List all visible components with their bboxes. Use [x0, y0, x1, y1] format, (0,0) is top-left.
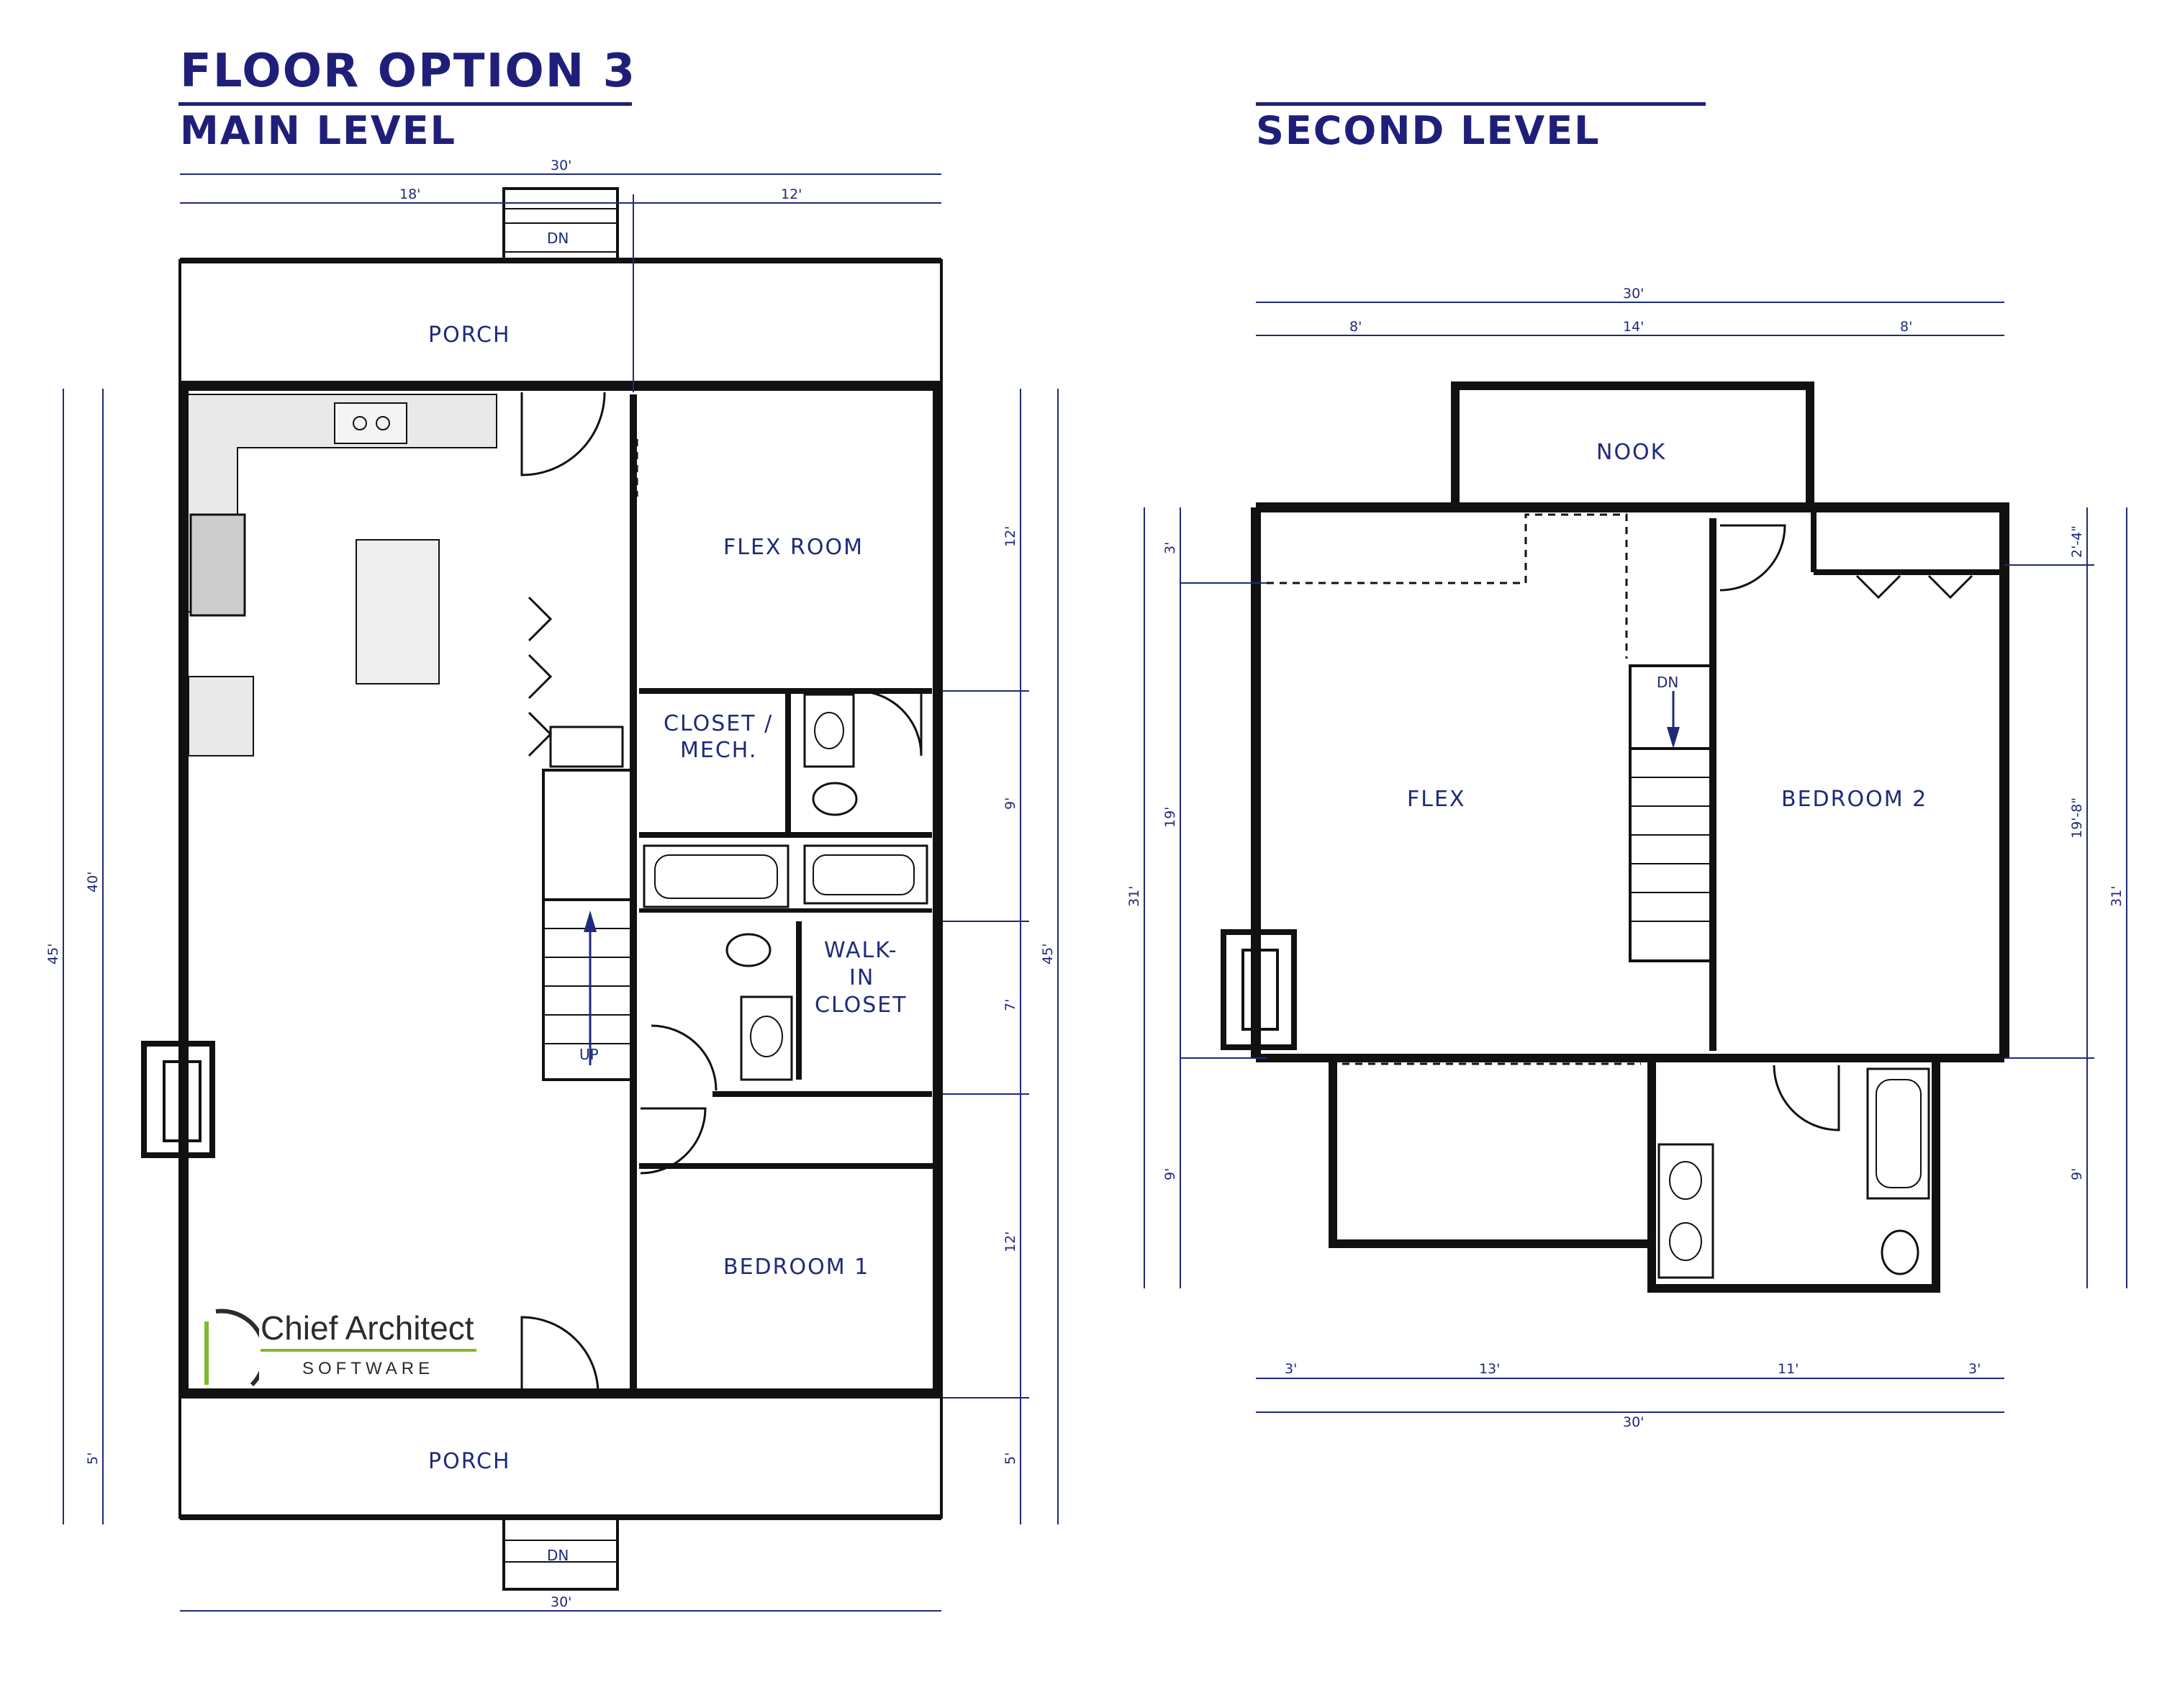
second-level-heading: SECOND LEVEL — [1256, 108, 1601, 153]
dim-second-bottom-total: 30' — [1623, 1414, 1644, 1430]
label-nook: NOOK — [1596, 440, 1666, 465]
dim-main-right-b: 9' — [1003, 797, 1018, 810]
main-level-heading: MAIN LEVEL — [180, 108, 456, 153]
dim-second-top-b: 14' — [1623, 319, 1644, 335]
dim-second-left-b: 19' — [1162, 807, 1178, 828]
chief-architect-logo: Chief Architect SOFTWARE — [202, 1309, 482, 1388]
second-level-overline — [1256, 102, 1706, 106]
dim-second-left-outer: 31' — [1126, 886, 1142, 907]
dim-main-right-c: 7' — [1003, 999, 1018, 1011]
second-exterior-wall — [1256, 502, 2009, 1058]
dim-main-left-inner: 40' — [85, 872, 101, 893]
toilet-main-1 — [812, 782, 858, 816]
range — [189, 513, 246, 617]
second-level-dimensions — [1144, 302, 2127, 1413]
dim-main-left-porch: 5' — [85, 1452, 101, 1465]
label-stair-up: UP — [579, 1046, 599, 1063]
dim-second-right-outer: 31' — [2109, 886, 2125, 907]
dim-second-left-c: 9' — [1162, 1168, 1178, 1180]
porch-top-outline — [178, 259, 943, 387]
toilet-second — [1881, 1229, 1919, 1275]
label-walk-in-2: IN — [849, 965, 874, 990]
logo-sub: SOFTWARE — [302, 1359, 435, 1378]
label-porch-bottom: PORCH — [428, 1449, 511, 1474]
nook-walls — [1451, 381, 1814, 507]
fridge-counter — [188, 676, 254, 756]
title-underline — [178, 102, 632, 106]
label-flex: FLEX — [1407, 787, 1465, 812]
label-walk-in-1: WALK- — [824, 938, 898, 963]
steps-bottom — [502, 1516, 619, 1591]
label-bedroom1: BEDROOM 1 — [723, 1255, 869, 1280]
dim-second-left-a: 3' — [1162, 542, 1178, 554]
dim-main-top-left: 18' — [399, 186, 420, 202]
logo-name: Chief Architect — [261, 1309, 474, 1347]
tub-main-2 — [803, 844, 928, 905]
logo-rule — [261, 1349, 476, 1352]
label-bedroom2: BEDROOM 2 — [1781, 787, 1927, 812]
second-stair — [1629, 664, 1714, 962]
main-level-labels: PORCH FLEX ROOM CLOSET / MECH. WALK- IN … — [45, 158, 1056, 1610]
label-dn-bottom: DN — [547, 1547, 569, 1564]
label-second-dn: DN — [1657, 674, 1678, 691]
logo-mark-icon — [204, 1309, 267, 1387]
dim-second-right-b: 19'-8" — [2069, 797, 2085, 839]
dim-second-right-a: 2'-4" — [2069, 525, 2085, 558]
main-exterior-wall — [178, 381, 943, 1399]
label-porch-top: PORCH — [428, 322, 511, 348]
label-closet-mech-1: CLOSET / — [664, 711, 773, 736]
dim-main-right-e: 5' — [1003, 1452, 1018, 1465]
second-level-labels: NOOK FLEX BEDROOM 2 DN 30' 8' 14' 8' 3' … — [1126, 286, 2125, 1430]
washer-dryer — [549, 726, 624, 768]
label-flex-room: FLEX ROOM — [723, 535, 864, 560]
label-dn-top: DN — [547, 230, 569, 247]
main-level — [141, 187, 943, 1591]
kitchen-island — [356, 539, 440, 684]
main-stair — [542, 769, 635, 1081]
vanity-main-1 — [803, 693, 855, 768]
label-closet-mech-2: MECH. — [680, 738, 757, 763]
dim-second-bottom-a: 3' — [1285, 1361, 1297, 1377]
dim-main-right-d: 12' — [1003, 1232, 1018, 1252]
main-level-dimensions — [63, 173, 1059, 1612]
dim-second-top-c: 8' — [1900, 319, 1912, 335]
steps-top — [502, 187, 619, 262]
dim-second-top-total: 30' — [1623, 286, 1644, 302]
dim-main-bottom-total: 30' — [551, 1594, 571, 1610]
dim-second-right-c: 9' — [2069, 1168, 2085, 1180]
dim-second-bottom-c: 11' — [1778, 1361, 1799, 1377]
vanity-main-2 — [740, 995, 793, 1081]
lower-bath-walls — [1647, 1058, 1940, 1293]
dim-main-left-outer: 45' — [45, 944, 61, 964]
porch-bottom-outline — [178, 1395, 943, 1519]
dim-second-bottom-d: 3' — [1968, 1361, 1981, 1377]
tub-main-1 — [643, 844, 790, 908]
lower-flex-walls — [1329, 1058, 1656, 1248]
dim-second-top-a: 8' — [1349, 319, 1362, 335]
fireplace-second — [1221, 929, 1297, 1050]
vanity-second — [1657, 1143, 1714, 1279]
dim-main-right-a: 12' — [1003, 526, 1018, 547]
plan-title: FLOOR OPTION 3 — [180, 45, 637, 98]
tub-second — [1866, 1067, 1930, 1200]
second-level — [1221, 381, 2009, 1293]
dim-main-top-right: 12' — [781, 186, 802, 202]
dim-second-bottom-b: 13' — [1479, 1361, 1500, 1377]
dim-main-right-outer: 45' — [1040, 944, 1056, 964]
label-walk-in-3: CLOSET — [815, 993, 908, 1018]
dim-main-top-total: 30' — [551, 158, 571, 173]
fireplace-main — [141, 1041, 215, 1158]
kitchen-sink — [334, 402, 407, 444]
toilet-main-2 — [725, 933, 772, 967]
